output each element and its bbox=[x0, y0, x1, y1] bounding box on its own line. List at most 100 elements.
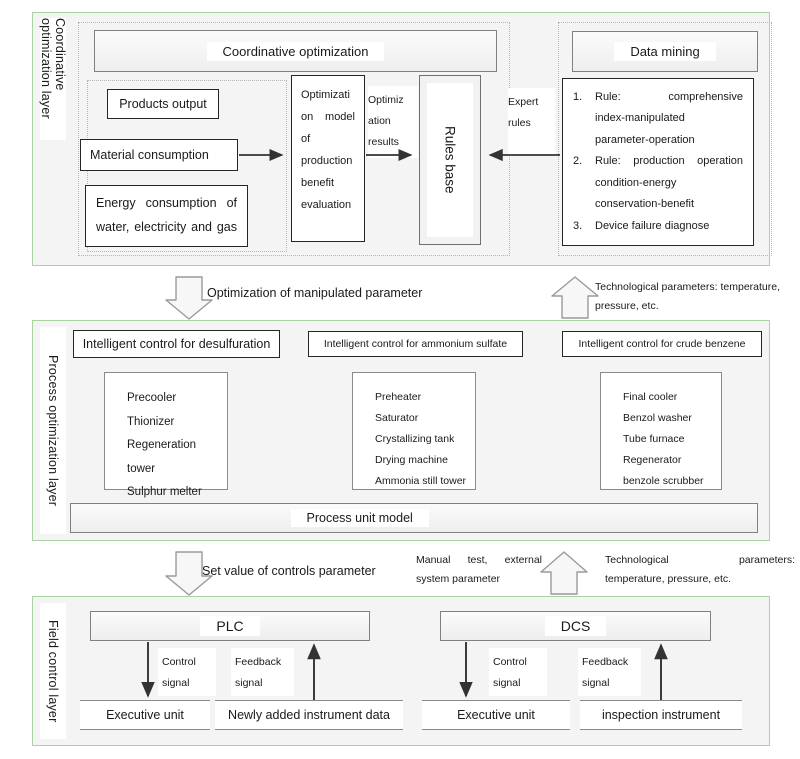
inspection-instrument-box: inspection instrument bbox=[580, 700, 742, 730]
intelligent-control-desulfuration-label: Intelligent control for desulfuration bbox=[82, 337, 271, 351]
coordinative-layer-label: Coordinative optimization layer bbox=[39, 18, 67, 140]
optimization-results-label-band: Optimiz ation results bbox=[368, 86, 418, 158]
input-energy-consumption-label: Energy consumption of water, electricity… bbox=[96, 196, 237, 234]
newly-added-instrument-data-box: Newly added instrument data bbox=[215, 700, 403, 730]
optimization-model-line-1: Optimizati bbox=[301, 89, 350, 101]
technological-parameters-note-1: Technological parameters: temperature, p… bbox=[595, 278, 795, 317]
input-material-consumption: Material consumption bbox=[80, 139, 238, 171]
manual-test-line-1: Manual test, external bbox=[416, 554, 542, 566]
tech-params-2-line-1: Technological parameters: bbox=[605, 554, 795, 566]
rule-1-line-3: parameter-operation bbox=[595, 133, 695, 146]
optimization-model-box: Optimizati on model of production benefi… bbox=[291, 75, 365, 242]
block-arrow-up-technological-2 bbox=[540, 551, 588, 595]
process-unit-model-bar: Process unit model bbox=[70, 503, 758, 533]
input-products-output-label: Products output bbox=[119, 97, 207, 111]
intelligent-control-crude-benzene-header: Intelligent control for crude benzene bbox=[562, 331, 762, 357]
desulfuration-unit: Regeneration tower bbox=[127, 439, 197, 475]
crude-benzene-unit: benzole scrubber bbox=[623, 475, 704, 487]
plc-control-signal-line-1: Control bbox=[162, 656, 196, 668]
block-arrow-down-optimization bbox=[165, 276, 213, 320]
plc-feedback-signal-band: Feedback signal bbox=[231, 648, 294, 696]
data-mining-header: Data mining bbox=[572, 31, 758, 72]
block-arrow-up-technological-1 bbox=[551, 276, 599, 319]
crude-benzene-unit: Tube furnace bbox=[623, 433, 685, 445]
optimization-model-line-4: production bbox=[301, 155, 353, 167]
data-mining-header-label: Data mining bbox=[614, 42, 716, 61]
optimization-model-line-5: benefit bbox=[301, 177, 335, 189]
input-energy-consumption: Energy consumption of water, electricity… bbox=[85, 185, 248, 247]
data-mining-rules-list: 1. Rule: comprehensive index-manipulated… bbox=[562, 78, 754, 246]
optimization-of-manipulated-parameter-label: Optimization of manipulated parameter bbox=[207, 286, 422, 300]
expert-rules-line-2: rules bbox=[508, 117, 531, 129]
data-mining-group-dashed bbox=[558, 22, 772, 256]
optimization-model-line-2: on model bbox=[301, 111, 355, 123]
input-products-output: Products output bbox=[107, 89, 219, 119]
rule-1-number: 1. bbox=[573, 91, 583, 103]
intelligent-control-ammonium-sulfate-header: Intelligent control for ammonium sulfate bbox=[308, 331, 523, 357]
optimization-model-line-6: evaluation bbox=[301, 199, 352, 211]
ammonium-sulfate-unit-list: Preheater Saturator Crystallizing tank D… bbox=[352, 372, 476, 490]
optimization-model-line-3: of bbox=[301, 133, 311, 145]
data-mining-rule-item: 2. Rule: production operation condition-… bbox=[573, 151, 743, 215]
technological-parameters-note-2: Technological parameters: temperature, p… bbox=[605, 551, 795, 590]
optimization-results-line-3: results bbox=[368, 136, 399, 148]
dcs-feedback-signal-line-2: signal bbox=[582, 677, 610, 689]
ammonium-sulfate-unit: Ammonia still tower bbox=[375, 475, 467, 487]
desulfuration-unit: Precooler bbox=[127, 392, 177, 404]
tech-params-2-line-2: temperature, pressure, etc. bbox=[605, 573, 732, 586]
expert-rules-label-band: Expert rules bbox=[508, 88, 556, 156]
dcs-control-signal-line-1: Control bbox=[493, 656, 527, 668]
inspection-instrument-label: inspection instrument bbox=[601, 708, 721, 722]
plc-feedback-signal-line-1: Feedback bbox=[235, 656, 282, 668]
dcs-executive-unit-box: Executive unit bbox=[422, 700, 570, 730]
plc-executive-unit-label: Executive unit bbox=[106, 708, 184, 722]
plc-box: PLC bbox=[90, 611, 370, 641]
tech-params-1-line-2: pressure, etc. bbox=[595, 300, 659, 313]
desulfuration-unit-list: Precooler Thionizer Regeneration tower S… bbox=[104, 372, 228, 498]
crude-benzene-unit: Final cooler bbox=[623, 391, 678, 403]
optimization-results-line-1: Optimiz bbox=[368, 94, 404, 106]
rule-1-line-2: index-manipulated bbox=[595, 112, 685, 125]
dcs-control-signal-band: Control signal bbox=[489, 648, 547, 696]
dcs-control-signal-line-2: signal bbox=[493, 677, 521, 689]
plc-feedback-signal-line-2: signal bbox=[235, 677, 263, 689]
dcs-box: DCS bbox=[440, 611, 711, 641]
field-layer-label: Field control layer bbox=[40, 603, 66, 739]
coordinative-optimization-header: Coordinative optimization bbox=[94, 30, 497, 72]
rules-base-label: Rules base bbox=[442, 126, 458, 194]
coordinative-optimization-header-label: Coordinative optimization bbox=[206, 41, 385, 61]
ammonium-sulfate-unit: Preheater bbox=[375, 391, 422, 403]
rules-base-inner: Rules base bbox=[427, 83, 473, 237]
plc-control-signal-line-2: signal bbox=[162, 677, 190, 689]
crude-benzene-unit-list: Final cooler Benzol washer Tube furnace … bbox=[600, 372, 722, 490]
ammonium-sulfate-unit: Crystallizing tank bbox=[375, 433, 455, 445]
process-unit-model-label: Process unit model bbox=[290, 509, 429, 527]
rule-2-number: 2. bbox=[573, 155, 583, 168]
dcs-label: DCS bbox=[544, 616, 607, 636]
intelligent-control-desulfuration-header: Intelligent control for desulfuration bbox=[73, 330, 280, 358]
rule-3-number: 3. bbox=[573, 219, 583, 232]
rule-2-line-2: condition-energy bbox=[595, 176, 677, 189]
optimization-results-line-2: ation bbox=[368, 115, 391, 127]
rule-2-line-3: conservation-benefit bbox=[595, 198, 695, 211]
input-material-consumption-label: Material consumption bbox=[90, 148, 209, 162]
ammonium-sulfate-unit: Saturator bbox=[375, 412, 419, 424]
plc-control-signal-band: Control signal bbox=[158, 648, 216, 696]
plc-executive-unit-box: Executive unit bbox=[80, 700, 210, 730]
desulfuration-unit: Sulphur melter bbox=[127, 486, 202, 499]
dcs-executive-unit-label: Executive unit bbox=[457, 708, 535, 722]
dcs-feedback-signal-band: Feedback signal bbox=[578, 648, 641, 696]
rule-3-line-1: Device failure diagnose bbox=[595, 219, 710, 232]
down-arrow-1-label: Optimization of manipulated parameter bbox=[207, 286, 423, 300]
data-mining-rule-item: 1. Rule: comprehensive index-manipulated… bbox=[573, 87, 743, 151]
dcs-feedback-signal-line-1: Feedback bbox=[582, 656, 629, 668]
down-arrow-2-label: Set value of controls parameter bbox=[202, 564, 376, 578]
crude-benzene-unit: Regenerator bbox=[623, 454, 682, 466]
intelligent-control-crude-benzene-label: Intelligent control for crude benzene bbox=[578, 338, 746, 350]
crude-benzene-unit: Benzol washer bbox=[623, 412, 692, 424]
rule-1-line-1: Rule: comprehensive bbox=[595, 91, 743, 103]
data-mining-rule-item: 3. Device failure diagnose bbox=[573, 216, 743, 237]
intelligent-control-ammonium-sulfate-label: Intelligent control for ammonium sulfate bbox=[323, 338, 508, 350]
set-value-of-controls-parameter-label: Set value of controls parameter bbox=[202, 564, 376, 578]
